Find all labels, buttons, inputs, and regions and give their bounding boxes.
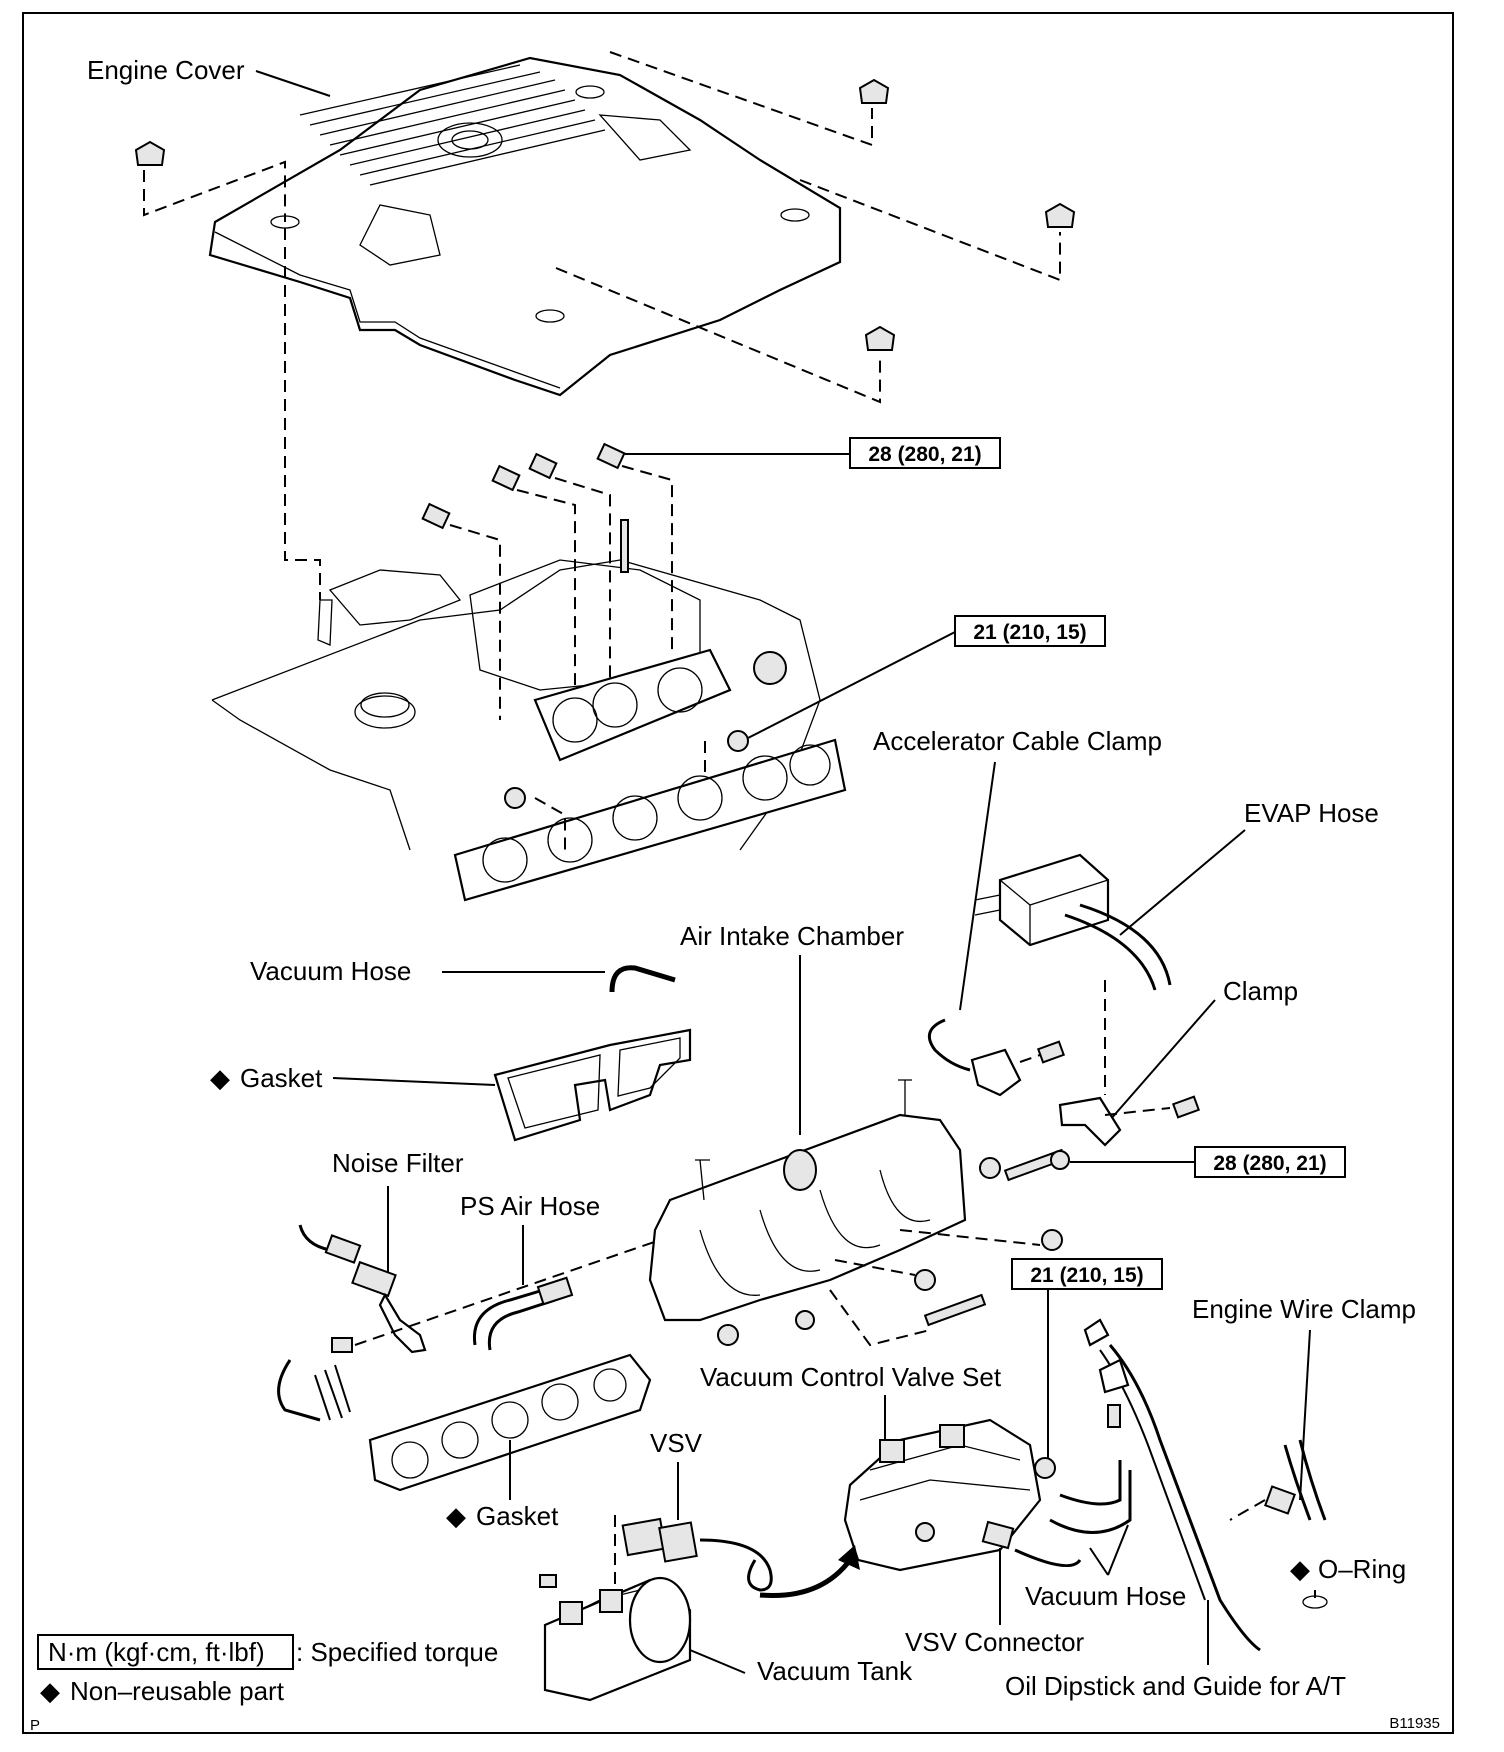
label-vacuum-hose-lower: Vacuum Hose: [1025, 1581, 1186, 1611]
torque-box-3: [1194, 1146, 1346, 1178]
engine-block: [211, 559, 847, 902]
leader-engine-wire-clamp: [1299, 1329, 1311, 1501]
legend-specified-torque: : Specified torque: [296, 1637, 498, 1667]
leader-accelerator-cable-clamp: [959, 761, 996, 1011]
label-vacuum-tank: Vacuum Tank: [757, 1656, 913, 1686]
label-engine-wire-clamp: Engine Wire Clamp: [1192, 1294, 1416, 1324]
figure-id: B11935: [1389, 1715, 1440, 1732]
upper-gasket: [493, 1028, 692, 1142]
label-accelerator-cable-clamp: Accelerator Cable Clamp: [873, 726, 1162, 756]
cover-guide-lines: [143, 51, 1061, 600]
lower-gasket: [368, 1353, 652, 1492]
noise-filter: [298, 1224, 661, 1354]
air-intake-chamber: [648, 1079, 1070, 1347]
legend-unit-text: N·m (kgf·cm, ft·lbf): [48, 1637, 265, 1667]
vacuum-hose-upper: [609, 965, 676, 993]
cover-nuts: [134, 78, 1076, 351]
diagram-frame: [22, 12, 1454, 1734]
leader-vacuum-hose-lower: [1089, 1524, 1129, 1576]
assembly-arrowhead: [838, 1545, 860, 1570]
leader-gasket-upper: [332, 1077, 496, 1086]
legend-unit-box: [37, 1634, 294, 1670]
label-noise-filter: Noise Filter: [332, 1148, 464, 1178]
legend-diamond: ◆: [40, 1676, 60, 1706]
label-vacuum-control-valve-set: Vacuum Control Valve Set: [700, 1362, 1002, 1392]
label-ps-air-hose: PS Air Hose: [460, 1191, 600, 1221]
label-o-ring: O–Ring: [1318, 1554, 1406, 1584]
label-oil-dipstick: Oil Dipstick and Guide for A/T: [1005, 1671, 1346, 1701]
torque-1-text: 28 (280, 21): [868, 443, 981, 466]
evap-hose: [974, 853, 1172, 991]
manifold-bolts: [421, 442, 749, 809]
label-vacuum-hose-upper: Vacuum Hose: [250, 956, 411, 986]
leader-engine-cover: [255, 70, 331, 97]
clamp-part: [1058, 980, 1201, 1147]
vacuum-tank: [539, 1574, 692, 1702]
leader-clamp: [1109, 999, 1216, 1121]
label-vsv: VSV: [650, 1428, 703, 1458]
torque-2-leader: [747, 631, 956, 739]
diamond-gasket-lower: ◆: [446, 1501, 466, 1531]
leader-evap-hose: [1119, 829, 1246, 936]
accelerator-cable-clamp: [927, 1018, 1066, 1097]
oil-dipstick-and-guide: [1083, 1318, 1328, 1652]
legend-nonreusable: Non–reusable part: [70, 1676, 285, 1706]
label-gasket-upper: Gasket: [240, 1063, 323, 1093]
leader-vacuum-tank: [689, 1649, 746, 1674]
torque-4-text: 21 (210, 15): [1030, 1264, 1143, 1287]
torque-box-2: [954, 615, 1106, 647]
assembly-arrow: [759, 1558, 852, 1599]
manifold-guide-lines: [449, 465, 706, 850]
torque-3-text: 28 (280, 21): [1213, 1152, 1326, 1175]
torque-box-1: [849, 437, 1001, 469]
diamond-gasket-upper: ◆: [210, 1063, 230, 1093]
vsv-part: [614, 1515, 773, 1600]
label-evap-hose: EVAP Hose: [1244, 798, 1379, 828]
torque-box-4: [1011, 1258, 1163, 1290]
corner-label-p: P: [30, 1717, 40, 1734]
label-clamp: Clamp: [1223, 976, 1298, 1006]
engine-cover: [208, 56, 842, 397]
label-engine-cover: Engine Cover: [87, 55, 245, 85]
torque-2-text: 21 (210, 15): [973, 621, 1086, 644]
label-air-intake-chamber: Air Intake Chamber: [680, 921, 904, 951]
engine-wire-clamp: [1229, 1439, 1327, 1521]
label-gasket-lower: Gasket: [476, 1501, 559, 1531]
ps-air-hose: [277, 1276, 574, 1422]
vacuum-control-valve-set: [843, 1418, 1132, 1572]
label-vsv-connector: VSV Connector: [905, 1627, 1085, 1657]
diamond-o-ring: ◆: [1290, 1554, 1310, 1584]
